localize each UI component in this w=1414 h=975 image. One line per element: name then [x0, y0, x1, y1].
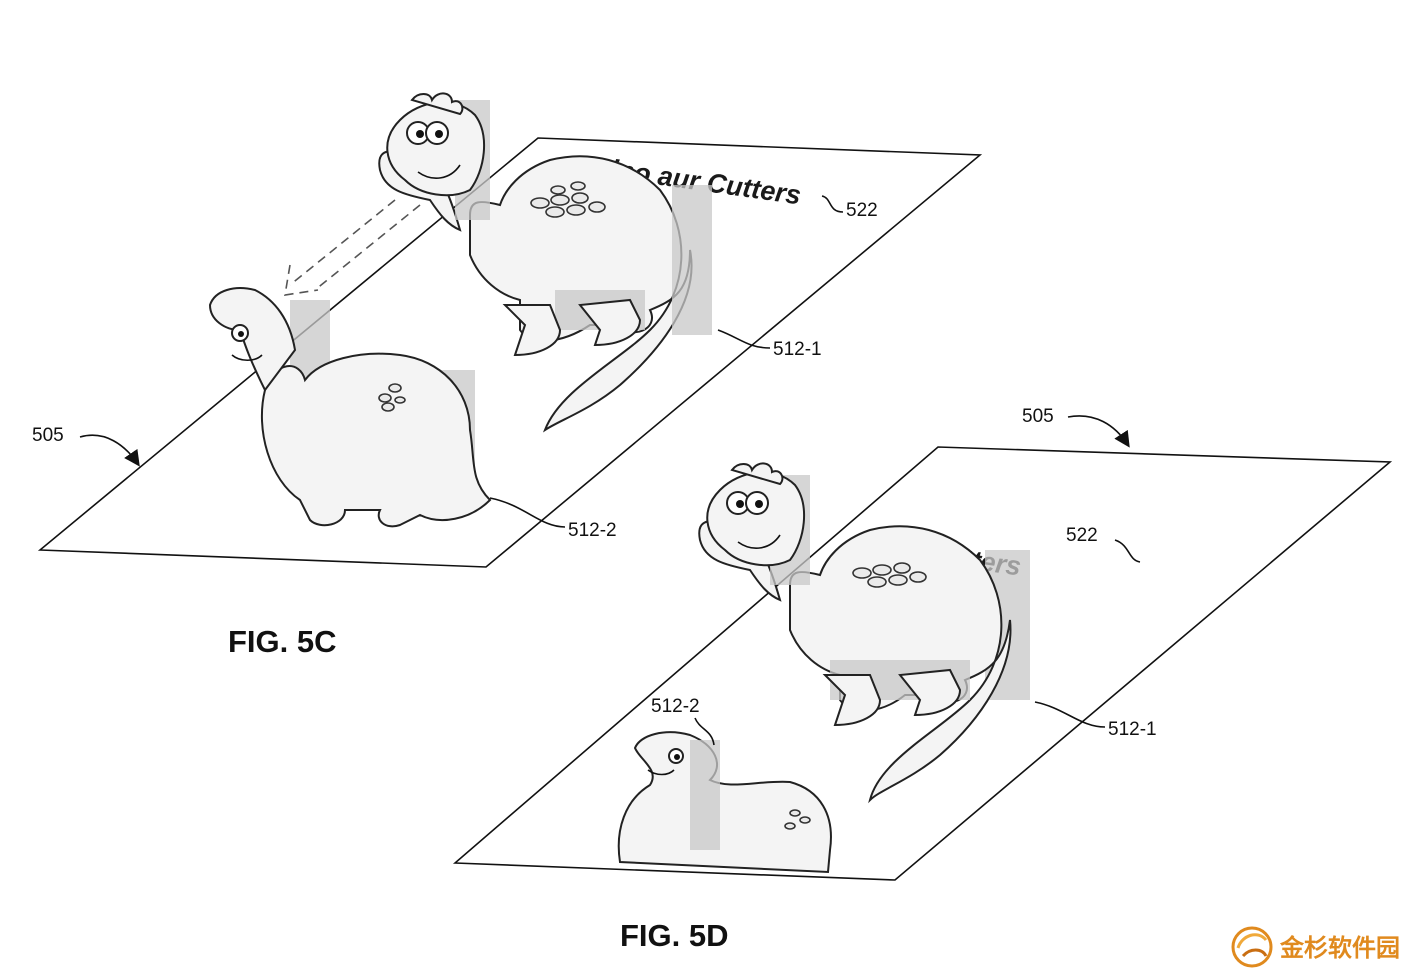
label-512-2-5d: 512-2 — [651, 696, 700, 717]
watermark: 金杉软件园 — [1231, 926, 1400, 968]
label-522-5d: 522 — [1066, 525, 1098, 546]
surface-505-sheet — [37, 137, 983, 568]
fig-5c-title: FIG. 5C — [228, 624, 337, 659]
leader-512-2-5d — [694, 717, 715, 746]
leader-512-2-5c — [489, 497, 566, 528]
label-505-5c: 505 — [32, 425, 64, 446]
motion-arrows — [284, 199, 421, 296]
label-505-5d: 505 — [1022, 406, 1054, 427]
label-512-2-5c: 512-2 — [568, 520, 617, 541]
watermark-text: 金杉软件园 — [1279, 934, 1400, 962]
leader-512-1-5c — [717, 329, 771, 349]
leader-505-5d — [1067, 415, 1130, 448]
surface-505-sheet-5d — [452, 446, 1393, 881]
fig-5d-title: FIG. 5D — [620, 918, 729, 953]
label-512-1-5d: 512-1 — [1108, 719, 1157, 740]
leader-522-5c — [821, 195, 844, 213]
dinosaur-512-1-5d — [698, 462, 1030, 804]
leader-522-5d — [1114, 539, 1141, 563]
figure-5c: Dino aur Cutters — [32, 92, 983, 659]
watermark-logo-icon — [1231, 926, 1273, 968]
figure-5d: F a Cutters — [452, 406, 1393, 953]
dinosaur-512-2-5d — [617, 731, 832, 874]
dinosaur-512-2 — [208, 287, 492, 528]
label-512-1-5c: 512-1 — [773, 339, 822, 360]
leader-512-1-5d — [1034, 701, 1106, 728]
label-522-5c: 522 — [846, 200, 878, 221]
dinosaur-512-1 — [378, 92, 712, 433]
leader-505-5c — [79, 434, 140, 467]
